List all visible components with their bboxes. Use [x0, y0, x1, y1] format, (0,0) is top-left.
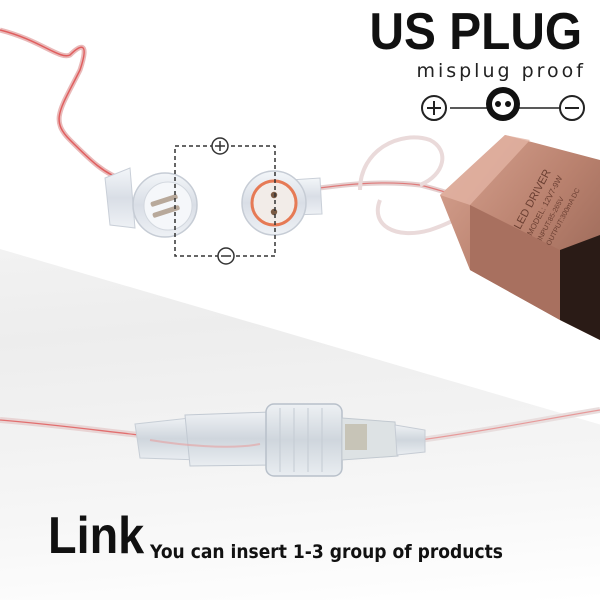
polarity-diagram — [174, 137, 276, 265]
male-connector — [241, 170, 323, 236]
page-subtitle: misplug proof — [416, 60, 586, 82]
polarity-legend — [421, 87, 585, 121]
upper-left-cable — [0, 27, 126, 183]
link-heading: Link — [48, 507, 145, 565]
upper-right-cable — [304, 135, 477, 236]
female-connector — [104, 167, 198, 238]
linked-cable — [0, 407, 600, 443]
linked-connector — [134, 403, 426, 477]
link-description: You can insert 1-3 group of products — [150, 541, 503, 563]
led-driver: LED DRIVER MODEL: 12V7-9W INPUT:85-265V … — [440, 135, 600, 340]
page-title: US PLUG — [369, 3, 582, 61]
